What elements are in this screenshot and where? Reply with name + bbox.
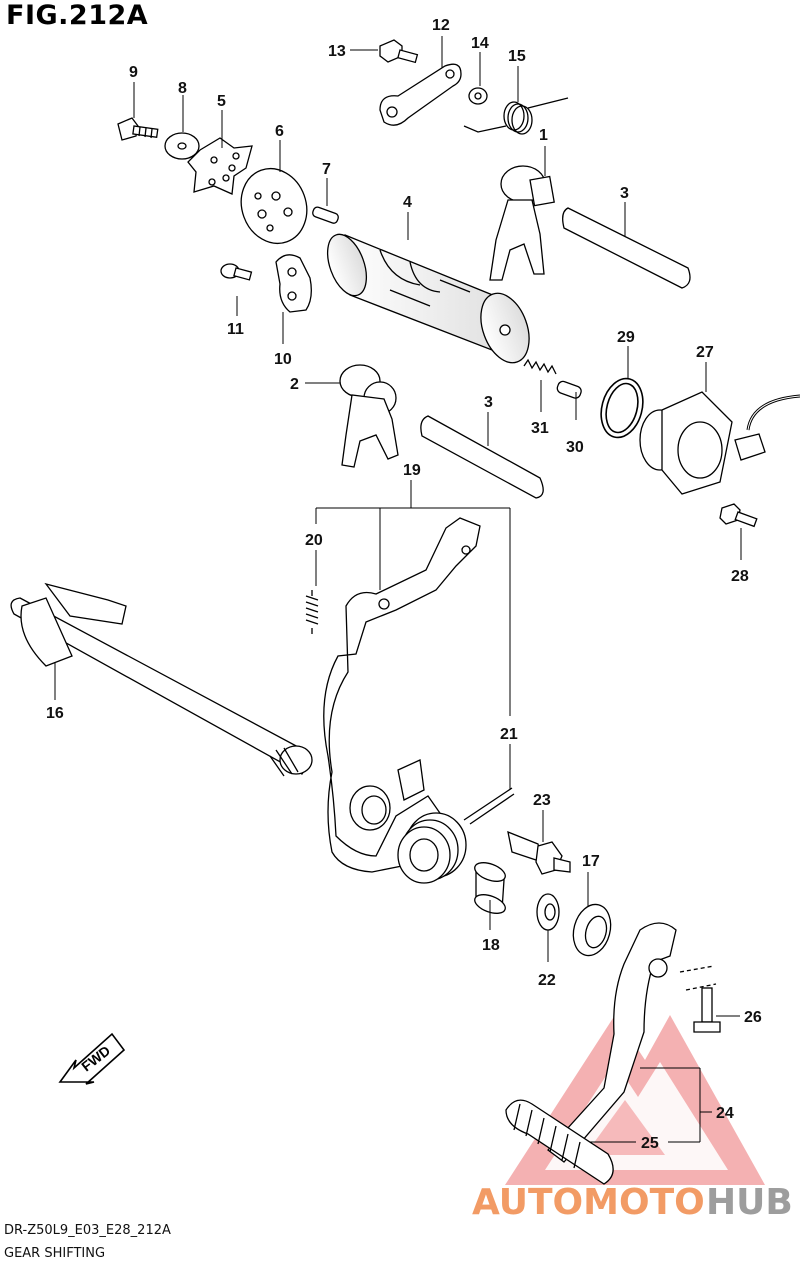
part-label-25: 25: [641, 1135, 659, 1152]
part-1-gearshift-fork: [489, 165, 555, 281]
part-23-stud-bolt: [507, 830, 571, 875]
part-label-11: 11: [227, 321, 244, 338]
part-label-10: 10: [274, 351, 292, 368]
part-8-washer: [164, 132, 200, 160]
part-label-15: 15: [508, 48, 526, 65]
part-25-footrest-rubber: [505, 1099, 614, 1185]
watermark-text: AUTOMOTO HUB: [472, 1182, 793, 1223]
part-label-9: 9: [129, 64, 138, 81]
part-3-fork-shaft-upper: [562, 207, 691, 289]
part-24-gearshift-lever: [547, 922, 717, 1163]
part-2-gearshift-fork: [339, 364, 399, 468]
part-label-21: 21: [500, 726, 518, 743]
part-12-arm: [379, 63, 462, 126]
figure-title: FIG.212A: [6, 0, 149, 31]
part-17-oil-seal: [572, 903, 612, 957]
part-11-screw: [220, 263, 253, 281]
part-21-return-spring: [397, 787, 515, 884]
part-label-6: 6: [275, 123, 284, 140]
part-label-16: 16: [46, 705, 64, 722]
part-label-17: 17: [582, 853, 600, 870]
part-10-plate: [275, 254, 312, 313]
part-label-31: 31: [531, 420, 549, 437]
watermark-text-hub: HUB: [706, 1182, 793, 1223]
part-label-3-lower: 3: [484, 394, 493, 411]
part-29-o-ring: [600, 377, 644, 439]
part-26-bolt: [693, 987, 721, 1033]
part-9-bolt: [117, 117, 159, 141]
part-label-28: 28: [731, 568, 749, 585]
fwd-arrow: FWD: [58, 1032, 126, 1085]
part-3-fork-shaft-lower: [420, 415, 544, 499]
part-7-pin: [312, 206, 339, 224]
part-label-12: 12: [432, 17, 450, 34]
part-4-gearshift-cam: [326, 233, 530, 364]
leader-lines: [54, 36, 742, 1143]
part-label-13: 13: [328, 43, 346, 60]
part-20-spring: [305, 590, 319, 634]
part-label-30: 30: [566, 439, 584, 456]
part-label-1: 1: [539, 127, 548, 144]
part-label-5: 5: [217, 93, 226, 110]
part-label-27: 27: [696, 344, 714, 361]
part-18-collar: [474, 862, 506, 914]
part-28-screw: [719, 503, 758, 528]
part-label-26: 26: [744, 1009, 762, 1026]
part-label-4: 4: [403, 194, 412, 211]
part-5-stopper-plate: [187, 137, 253, 195]
part-label-14: 14: [471, 35, 489, 52]
part-27-gear-position-switch: [639, 391, 800, 495]
part-6-cam-plate: [240, 168, 308, 244]
part-label-24: 24: [716, 1105, 734, 1122]
part-label-8: 8: [178, 80, 187, 97]
part-label-18: 18: [482, 937, 500, 954]
part-label-2: 2: [290, 376, 299, 393]
part-15-spring: [463, 97, 569, 135]
part-label-20: 20: [305, 532, 323, 549]
part-14-washer: [468, 87, 488, 105]
part-16-gearshift-shaft: [10, 582, 313, 777]
part-label-3-upper: 3: [620, 185, 629, 202]
part-30-pin: [556, 380, 582, 399]
part-13-bolt: [379, 39, 419, 64]
part-19-shift-arm: [323, 517, 481, 873]
part-label-7: 7: [322, 161, 331, 178]
part-label-19: 19: [403, 462, 421, 479]
part-31-spring: [523, 358, 557, 375]
figure-code: DR-Z50L9_E03_E28_212A: [4, 1223, 171, 1238]
part-label-29: 29: [617, 329, 635, 346]
part-label-23: 23: [533, 792, 551, 809]
part-label-22: 22: [538, 972, 556, 989]
watermark-text-main: AUTOMOTO: [472, 1182, 705, 1223]
part-22-washer: [536, 893, 560, 931]
figure-name: GEAR SHIFTING: [4, 1246, 106, 1261]
part-labels: 1 2 3 3 4 5 6 7 8 9 10 11 12 13 14 15 16…: [46, 17, 762, 1152]
